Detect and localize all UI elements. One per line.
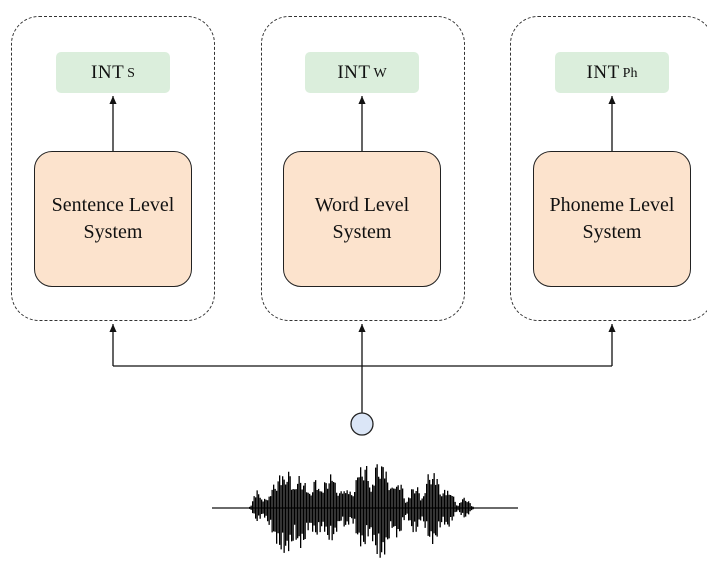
word-level-system-line1: Word Level (314, 194, 410, 216)
word-level-system-box: Word Level System (283, 151, 441, 287)
phoneme-level-system-line1: Phoneme Level (549, 194, 675, 216)
input-node-circle (350, 412, 374, 436)
int-w-subscript: W (373, 65, 387, 81)
int-w-label: INT (337, 61, 371, 83)
word-level-panel (261, 16, 465, 321)
int-ph-subscript: Ph (622, 65, 638, 81)
sentence-level-system-box: Sentence Level System (34, 151, 192, 287)
phoneme-level-panel (510, 16, 707, 321)
int-s-label: INT (91, 61, 125, 83)
word-level-system-line2: System (332, 221, 392, 243)
int-s-subscript: S (127, 65, 135, 81)
int-ph-label: INT (586, 61, 620, 83)
audio-waveform-icon (249, 464, 474, 558)
int-s-output-box: INT S (56, 52, 170, 93)
int-w-output-box: INT W (305, 52, 419, 93)
int-ph-output-box: INT Ph (555, 52, 669, 93)
phoneme-level-system-box: Phoneme Level System (533, 151, 691, 287)
sentence-level-panel (11, 16, 215, 321)
phoneme-level-system-line2: System (582, 221, 642, 243)
sentence-level-system-line2: System (83, 221, 143, 243)
sentence-level-system-line1: Sentence Level (51, 194, 175, 216)
